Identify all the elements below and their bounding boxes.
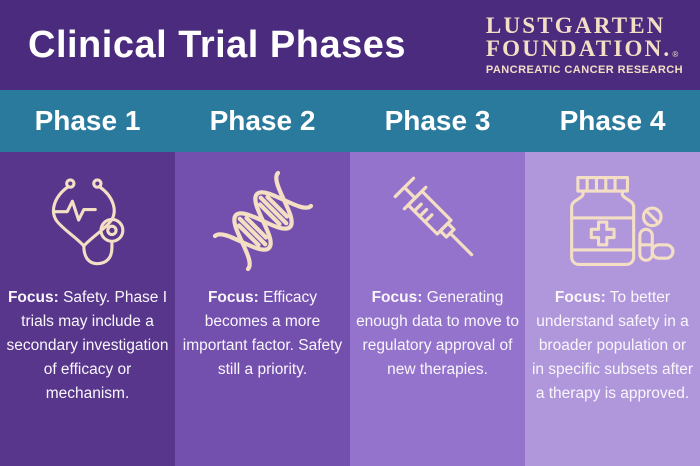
registered-trademark-icon: ® [672, 49, 679, 59]
phase-1-description: Focus: Safety. Phase I trials may includ… [0, 286, 175, 406]
phase-3-description: Focus: Generating enough data to move to… [350, 286, 525, 382]
phase-band: Phase 1 Phase 2 Phase 3 Phase 4 [0, 90, 700, 152]
phase-4-label: Phase 4 [559, 105, 666, 136]
phase-1-column: Focus: Safety. Phase I trials may includ… [0, 152, 175, 466]
focus-text: Generating enough data to move to regula… [356, 289, 519, 379]
focus-label: Focus: [7, 289, 59, 306]
logo-tagline: PANCREATIC CANCER RESEARCH [485, 63, 683, 76]
phase-3-label: Phase 3 [384, 105, 491, 136]
syringe-icon [384, 162, 492, 280]
focus-label: Focus: [371, 289, 423, 306]
focus-text: Safety. Phase I trials may include a sec… [6, 289, 169, 403]
page-title: Clinical Trial Phases [28, 23, 407, 66]
phase-4-description: Focus: To better understand safety in a … [525, 286, 700, 406]
phase-1-label: Phase 1 [34, 105, 141, 136]
focus-text: Efficacy becomes a more important factor… [182, 289, 343, 379]
logo-name-line1: LUSTGARTEN [485, 12, 666, 38]
pill-bottle-icon [551, 162, 675, 280]
focus-label: Focus: [207, 289, 259, 306]
phase-2-column: Focus: Efficacy becomes a more important… [175, 152, 350, 466]
phase-columns: Focus: Safety. Phase I trials may includ… [0, 152, 700, 466]
phase-2-description: Focus: Efficacy becomes a more important… [175, 286, 350, 382]
dna-icon [210, 162, 316, 280]
phase-3-column: Focus: Generating enough data to move to… [350, 152, 525, 466]
focus-text: To better understand safety in a broader… [531, 289, 694, 403]
header: Clinical Trial Phases LUSTGARTEN FOUNDAT… [0, 0, 700, 90]
phase-2-label: Phase 2 [209, 105, 316, 136]
stethoscope-icon [36, 162, 140, 280]
logo-name-line2-wrap: FOUNDATION. ® [485, 36, 683, 62]
lustgarten-foundation-logo: LUSTGARTEN FOUNDATION. ® PANCREATIC CANC… [485, 12, 683, 76]
logo-name-line2: FOUNDATION. [485, 36, 672, 62]
focus-label: Focus: [554, 289, 606, 306]
phase-4-column: Focus: To better understand safety in a … [525, 152, 700, 466]
